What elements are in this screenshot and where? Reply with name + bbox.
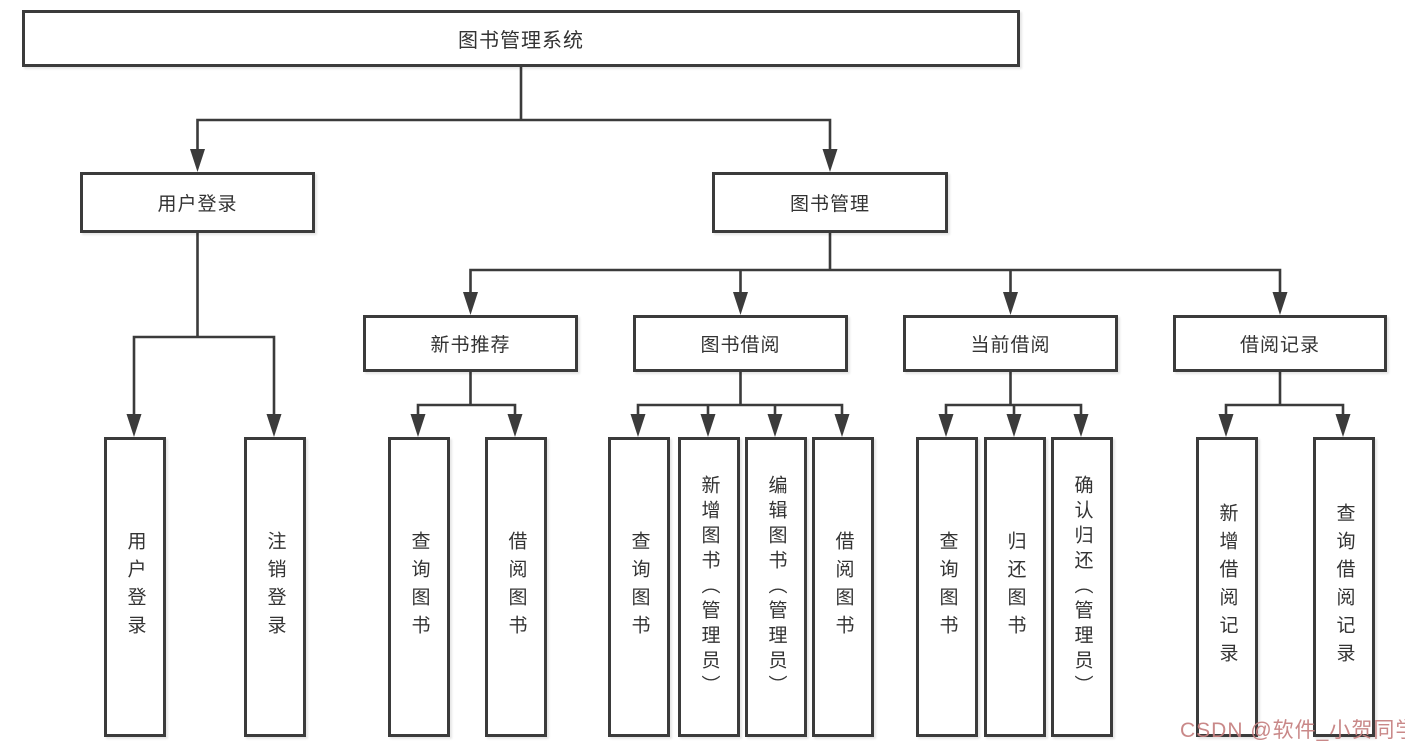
node-label: 借阅图书 — [505, 531, 527, 643]
node-user-login-leaf: 用户登录 — [104, 437, 166, 737]
node-current-borrowing: 当前借阅 — [903, 315, 1118, 372]
node-label: 编辑图书（管理员） — [765, 474, 787, 700]
node-borrowing-records: 借阅记录 — [1173, 315, 1387, 372]
node-query-books-leaf-2: 查询图书 — [608, 437, 670, 737]
node-add-borrow-record-leaf: 新增借阅记录 — [1196, 437, 1258, 737]
node-label: 借阅图书 — [832, 531, 854, 643]
node-label: 新增图书（管理员） — [698, 474, 720, 700]
node-borrow-books-leaf-2: 借阅图书 — [812, 437, 874, 737]
node-label: 确认归还（管理员） — [1071, 474, 1093, 700]
node-library-management-system: 图书管理系统 — [22, 10, 1020, 67]
node-query-books-leaf-1: 查询图书 — [388, 437, 450, 737]
node-label: 借阅记录 — [1239, 335, 1320, 356]
node-add-books-admin-leaf: 新增图书（管理员） — [678, 437, 740, 737]
node-label: 查询图书 — [628, 531, 650, 643]
node-label: 图书管理 — [789, 194, 870, 215]
node-edit-books-admin-leaf: 编辑图书（管理员） — [745, 437, 807, 737]
node-label: 查询图书 — [408, 531, 430, 643]
node-label: 用户登录 — [124, 531, 146, 643]
csdn-watermark: CSDN @软件_小贺同学 — [1180, 719, 1405, 742]
node-book-borrowing: 图书借阅 — [633, 315, 848, 372]
node-query-borrow-record-leaf: 查询借阅记录 — [1313, 437, 1375, 737]
node-label: 查询图书 — [936, 531, 958, 643]
node-new-book-recommend: 新书推荐 — [363, 315, 578, 372]
node-query-books-leaf-3: 查询图书 — [916, 437, 978, 737]
node-borrow-books-leaf-1: 借阅图书 — [485, 437, 547, 737]
node-confirm-return-admin-leaf: 确认归还（管理员） — [1051, 437, 1113, 737]
node-label: 归还图书 — [1004, 531, 1026, 643]
node-book-management-branch: 图书管理 — [712, 172, 948, 233]
node-user-login-branch: 用户登录 — [80, 172, 315, 233]
node-label: 图书管理系统 — [458, 30, 584, 52]
node-label: 当前借阅 — [970, 335, 1051, 356]
node-label: 注销登录 — [264, 531, 286, 643]
node-return-books-leaf: 归还图书 — [984, 437, 1046, 737]
node-logout-leaf: 注销登录 — [244, 437, 306, 737]
node-label: 图书借阅 — [700, 335, 781, 356]
node-label: 用户登录 — [157, 194, 238, 215]
node-label: 新书推荐 — [430, 335, 511, 356]
node-label: 查询借阅记录 — [1333, 503, 1355, 671]
node-label: 新增借阅记录 — [1216, 503, 1238, 671]
